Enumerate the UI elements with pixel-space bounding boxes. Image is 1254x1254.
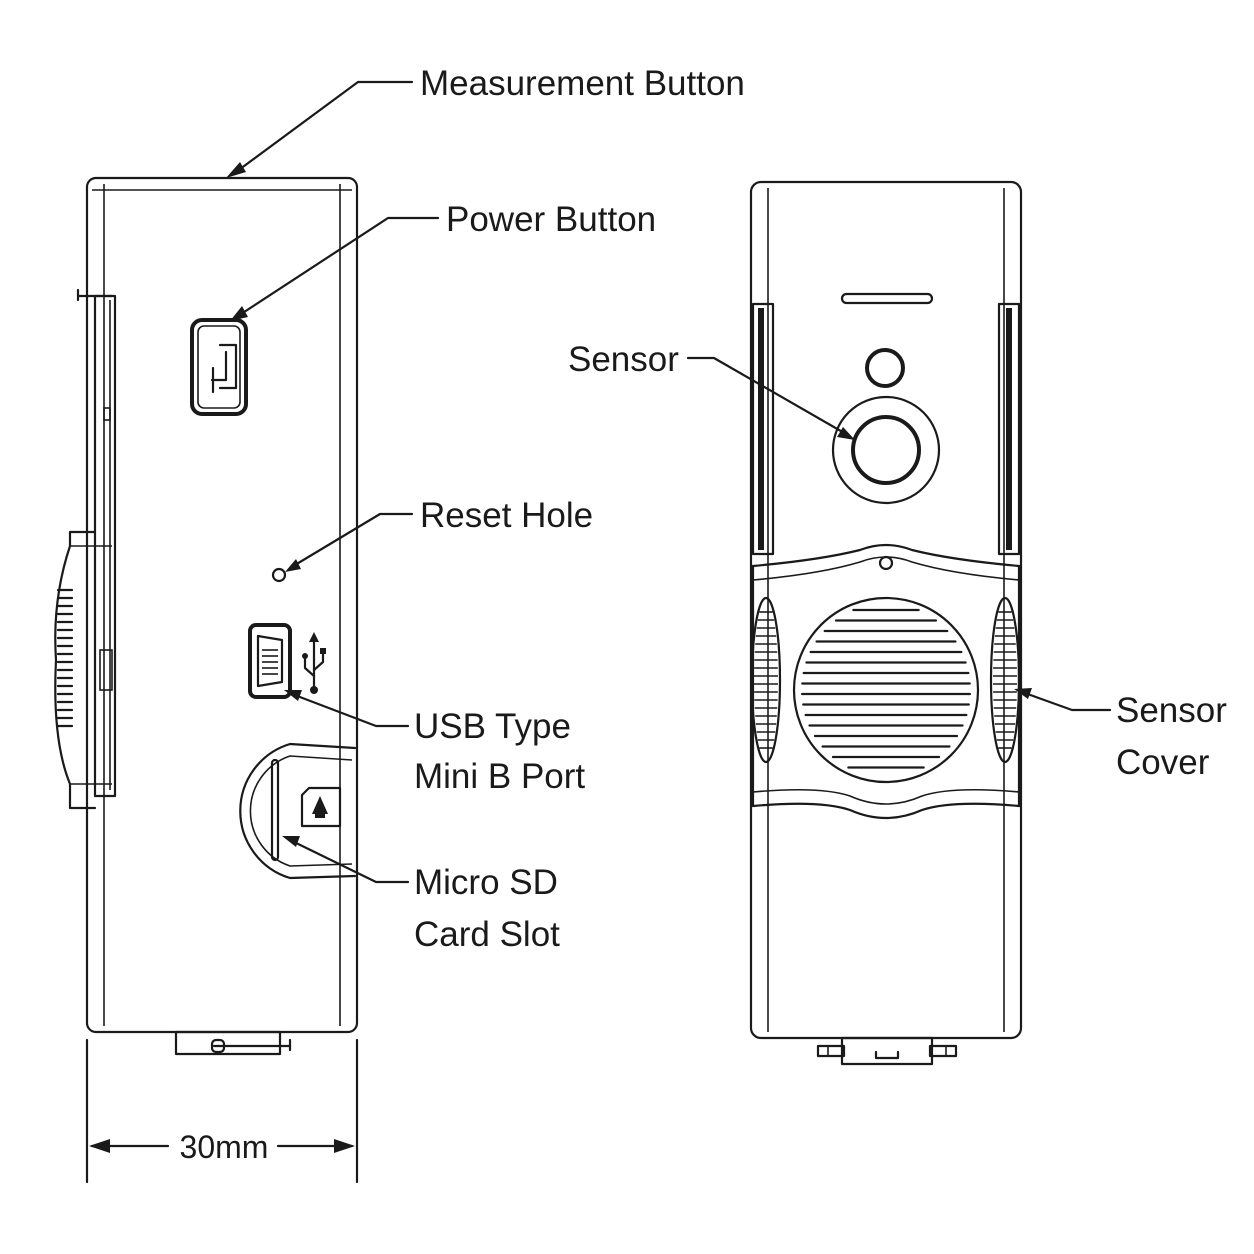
front-grip-ribs bbox=[754, 611, 1017, 749]
side-clip bbox=[54, 288, 117, 810]
sensor bbox=[831, 395, 941, 505]
width-dimension-label: 30mm bbox=[180, 1129, 269, 1165]
label-sd-slot-line1: Micro SD bbox=[414, 863, 558, 902]
power-icon bbox=[210, 343, 238, 394]
micro-sd-card-slot bbox=[239, 742, 357, 880]
side-bottom-connector bbox=[174, 1030, 292, 1056]
label-usb-port-line1: USB Type bbox=[414, 707, 571, 746]
front-bottom-connector bbox=[816, 1036, 958, 1066]
width-dimension: 30mm bbox=[85, 1038, 359, 1184]
callouts: Measurement Button Power Button Reset Ho… bbox=[226, 64, 1227, 954]
side-grip-ribs bbox=[56, 588, 74, 728]
label-measurement-button: Measurement Button bbox=[420, 64, 745, 103]
front-grille bbox=[800, 608, 972, 769]
sensor-cover bbox=[750, 543, 1021, 820]
side-view: 30mm bbox=[54, 176, 359, 1184]
reset-hole bbox=[271, 567, 287, 583]
power-button bbox=[190, 318, 248, 416]
usb-icon bbox=[302, 632, 326, 694]
label-sensor-cover-line2: Cover bbox=[1116, 743, 1210, 782]
label-sensor-cover-line1: Sensor bbox=[1116, 691, 1227, 730]
front-top-slot bbox=[840, 292, 934, 305]
label-sd-slot-line2: Card Slot bbox=[414, 915, 560, 954]
label-reset-hole: Reset Hole bbox=[420, 496, 593, 535]
label-usb-port-line2: Mini B Port bbox=[414, 757, 585, 796]
label-power-button: Power Button bbox=[446, 200, 656, 239]
label-sensor: Sensor bbox=[568, 340, 679, 379]
sd-card-icon bbox=[300, 786, 342, 828]
usb-mini-b-port bbox=[248, 623, 292, 699]
front-view bbox=[749, 180, 1023, 1066]
side-body-outline bbox=[85, 176, 359, 1034]
